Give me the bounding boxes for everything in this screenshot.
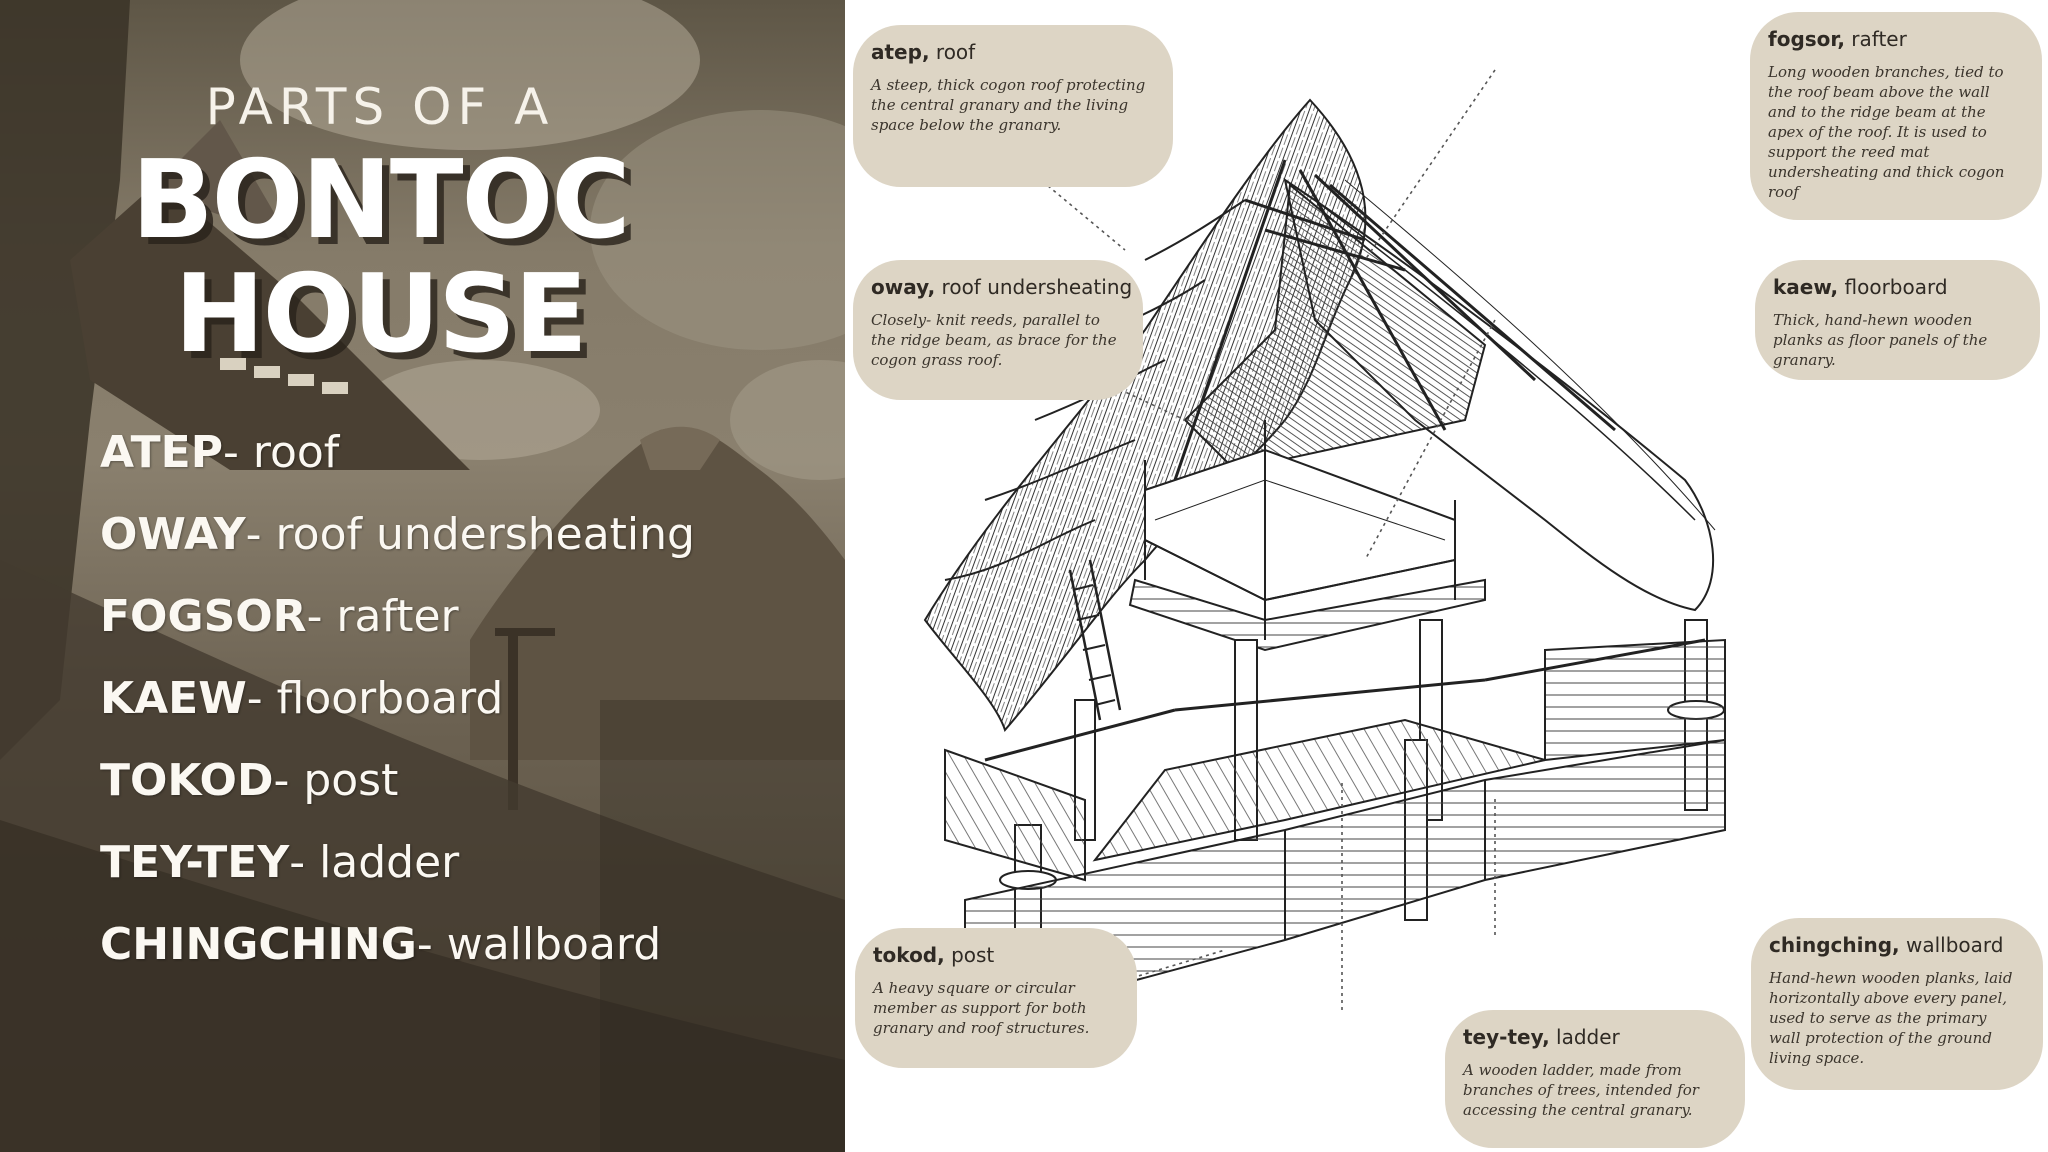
callout-part: post <box>951 943 995 967</box>
callout-term: fogsor, <box>1768 27 1845 51</box>
term-definition: - wallboard <box>416 919 662 970</box>
callout-description: Long wooden branches, tied to the roof b… <box>1768 63 2005 201</box>
house-illustration <box>923 69 1726 1012</box>
callout-kaew: kaew, floorboard Thick, hand-hewn wooden… <box>1755 260 2040 380</box>
callout-atep: atep, roof A steep, thick cogon roof pro… <box>853 25 1173 187</box>
callout-teytey: tey-tey, ladder A wooden ladder, made fr… <box>1445 1010 1745 1148</box>
sepia-village-photo <box>0 0 845 1152</box>
terms-list: ATEP- roof OWAY- roof undersheating FOGS… <box>100 420 695 994</box>
callout-part: ladder <box>1556 1025 1620 1049</box>
term-definition: - roof <box>222 427 340 478</box>
callout-heading: tey-tey, ladder <box>1463 1024 1723 1050</box>
term-name: KAEW <box>100 673 247 724</box>
callout-description: Closely- knit reeds, parallel to the rid… <box>871 311 1117 369</box>
photo-panel: PARTS OF A BONTOC HOUSE ATEP- roof OWAY-… <box>0 0 845 1152</box>
title-line-1: PARTS OF A <box>205 78 555 136</box>
house-diagram: atep, roof A steep, thick cogon roof pro… <box>845 0 2048 1152</box>
term-name: FOGSOR <box>100 591 307 642</box>
callout-heading: kaew, floorboard <box>1773 274 2018 300</box>
callout-description: A wooden ladder, made from branches of t… <box>1463 1061 1699 1119</box>
callout-heading: chingching, wallboard <box>1769 932 2021 958</box>
callout-description: Thick, hand-hewn wooden planks as floor … <box>1773 311 1988 369</box>
callout-oway: oway, roof undersheating Closely- knit r… <box>853 260 1143 400</box>
term-definition: - roof undersheating <box>245 509 695 560</box>
callout-term: atep, <box>871 40 930 64</box>
term-name: TOKOD <box>100 755 274 806</box>
callout-part: roof undersheating <box>941 275 1133 299</box>
callout-term: tokod, <box>873 943 945 967</box>
term-chingching: CHINGCHING- wallboard <box>100 912 695 994</box>
title-line-2: BONTOC <box>131 138 630 263</box>
callout-heading: fogsor, rafter <box>1768 26 2020 52</box>
callout-term: oway, <box>871 275 936 299</box>
callout-part: wallboard <box>1905 933 2004 957</box>
term-kaew: KAEW- floorboard <box>100 666 695 748</box>
callout-description: A heavy square or circular member as sup… <box>873 979 1090 1037</box>
callout-part: roof <box>935 40 976 64</box>
term-definition: - rafter <box>306 591 459 642</box>
term-oway: OWAY- roof undersheating <box>100 502 695 584</box>
callout-description: A steep, thick cogon roof protecting the… <box>871 76 1146 134</box>
callout-term: chingching, <box>1769 933 1900 957</box>
callout-heading: oway, roof undersheating <box>871 274 1132 300</box>
callout-term: kaew, <box>1773 275 1839 299</box>
callout-part: floorboard <box>1844 275 1948 299</box>
callout-fogsor: fogsor, rafter Long wooden branches, tie… <box>1750 12 2042 220</box>
term-name: ATEP <box>100 427 223 478</box>
callout-term: tey-tey, <box>1463 1025 1550 1049</box>
term-atep: ATEP- roof <box>100 420 695 502</box>
term-teytey: TEY-TEY- ladder <box>100 830 695 912</box>
term-definition: - post <box>273 755 399 806</box>
term-definition: - floorboard <box>246 673 504 724</box>
term-definition: - ladder <box>289 837 460 888</box>
term-name: TEY-TEY <box>100 837 290 888</box>
term-name: CHINGCHING <box>100 919 417 970</box>
callout-chingching: chingching, wallboard Hand-hewn wooden p… <box>1751 918 2043 1090</box>
callout-heading: atep, roof <box>871 39 1151 65</box>
house-line-art <box>923 98 1726 1012</box>
callout-tokod: tokod, post A heavy square or circular m… <box>855 928 1137 1068</box>
term-tokod: TOKOD- post <box>100 748 695 830</box>
callout-heading: tokod, post <box>873 942 1115 968</box>
title-line-3: HOUSE <box>174 252 587 377</box>
callout-part: rafter <box>1851 27 1907 51</box>
term-fogsor: FOGSOR- rafter <box>100 584 695 666</box>
callout-description: Hand-hewn wooden planks, laid horizontal… <box>1769 969 2013 1067</box>
term-name: OWAY <box>100 509 246 560</box>
